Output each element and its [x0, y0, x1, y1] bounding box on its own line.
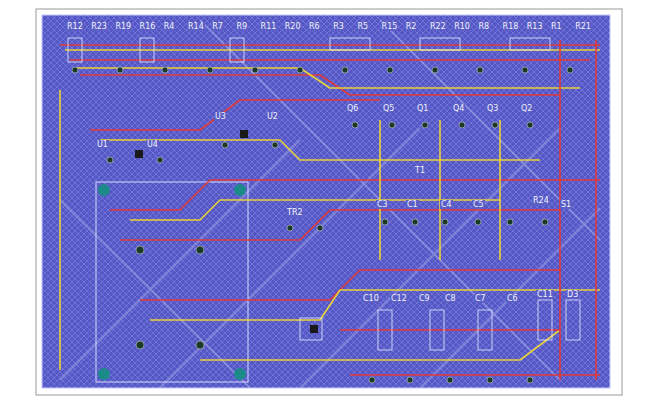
part-designator: R12 [66, 22, 84, 31]
part-designator: R6 [308, 22, 321, 31]
part-designator: R2 [405, 22, 418, 31]
part-designator: R10 [453, 22, 471, 31]
part-designator: R8 [477, 22, 490, 31]
part-designator: R7 [211, 22, 224, 31]
part-designator: C4 [440, 200, 453, 209]
part-designator: T1 [414, 166, 426, 175]
part-designator: R5 [356, 22, 369, 31]
part-designator: C3 [376, 200, 389, 209]
part-designator: R20 [284, 22, 302, 31]
part-designator: U4 [146, 140, 159, 149]
part-designator: R14 [187, 22, 205, 31]
part-designator: C7 [474, 294, 487, 303]
part-designator: R9 [235, 22, 248, 31]
part-designator: R21 [574, 22, 592, 31]
part-designator: C12 [390, 294, 408, 303]
part-designator: D3 [566, 290, 579, 299]
part-designator: R15 [381, 22, 399, 31]
part-designator: C5 [472, 200, 485, 209]
part-designator: R11 [260, 22, 278, 31]
part-designator: R16 [139, 22, 157, 31]
part-designator: R3 [332, 22, 345, 31]
part-designator: R24 [532, 196, 550, 205]
part-designator: C8 [444, 294, 457, 303]
part-designator: R13 [526, 22, 544, 31]
part-designator: C10 [362, 294, 380, 303]
part-designator: Q6 [346, 104, 359, 113]
part-designator: U3 [214, 112, 227, 121]
part-designator: C9 [418, 294, 431, 303]
part-designator: R23 [90, 22, 108, 31]
part-designator: C11 [536, 290, 554, 299]
part-designator: S1 [560, 200, 572, 209]
part-designator: C6 [506, 294, 519, 303]
part-designator: C1 [406, 200, 419, 209]
part-designator: Q1 [416, 104, 429, 113]
part-designator: U1 [96, 140, 109, 149]
part-designator: R19 [114, 22, 132, 31]
part-designator: Q4 [452, 104, 465, 113]
part-designator: R4 [163, 22, 176, 31]
part-designator: R22 [429, 22, 447, 31]
part-designator: U2 [266, 112, 279, 121]
part-designator: R18 [502, 22, 520, 31]
part-designator: TR2 [286, 208, 304, 217]
part-designator: Q2 [520, 104, 533, 113]
part-designator: R1 [550, 22, 563, 31]
part-designator: Q3 [486, 104, 499, 113]
part-designator: Q5 [382, 104, 395, 113]
